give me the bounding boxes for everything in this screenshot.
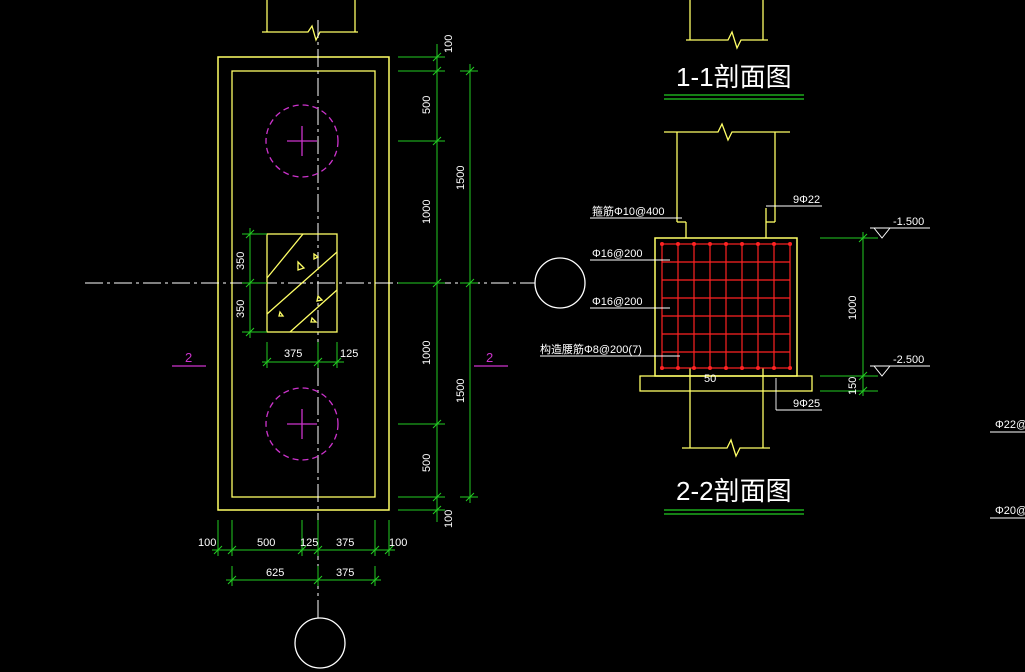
label-side-bars: Φ16@200 (592, 296, 643, 308)
plan-view: 2 2 (85, 0, 586, 669)
dim-right-inner-4: 500 (421, 454, 433, 472)
section-mark-right-label: 2 (486, 350, 493, 365)
plan-dimension-labels: 100 500 1000 1000 500 100 1500 1500 350 … (198, 35, 467, 579)
right-edge-label-a: Φ22@1 (995, 419, 1025, 431)
label-stirrup: 箍筋Φ10@400 (592, 204, 665, 218)
dim-bottom-r2-0: 625 (266, 567, 284, 579)
elev-bottom: -2.500 (893, 354, 924, 366)
dim-bottom-r1-2: 125 (300, 537, 318, 549)
right-edge-label-b: Φ20@1 (995, 505, 1025, 517)
dim-bottom-r1-3: 375 (336, 537, 354, 549)
section-2-2-cushion (639, 375, 813, 392)
dim-right-inner-1: 500 (421, 96, 433, 114)
label-tie: 构造腰筋Φ8@200(7) (540, 342, 642, 356)
dim-col-0: 375 (284, 348, 302, 360)
label-top-main: 9Φ22 (793, 194, 820, 206)
right-edge-labels: Φ22@1 Φ20@1 (990, 419, 1025, 519)
dim-right-inner-0: 100 (443, 35, 455, 53)
pile-bottom (265, 387, 339, 461)
section-1-1-title: 1-1剖面图 (676, 62, 792, 92)
dim-left-0: 350 (235, 252, 247, 270)
section-mark-right: 2 (474, 350, 508, 367)
section-1-1: 1-1剖面图 (664, 0, 804, 100)
dim-right-inner-5: 100 (443, 510, 455, 528)
dim-right-inner-2: 1000 (421, 200, 433, 224)
label-cover: 50 (704, 373, 716, 385)
section-2-2-title: 2-2剖面图 (676, 476, 792, 506)
plan-top-column-stub (262, 0, 358, 42)
axis-bubble-bottom (294, 617, 346, 669)
dim-right-inner-3: 1000 (421, 341, 433, 365)
pile-top (265, 104, 339, 178)
section-2-2-leaders (540, 205, 822, 411)
elev-top: -1.500 (893, 216, 924, 228)
section-2-2-rebar-dots (660, 242, 792, 370)
elevation-markers (870, 227, 930, 377)
dim-right-outer-1: 1500 (455, 379, 467, 403)
dim-bottom-r1-0: 100 (198, 537, 216, 549)
section-2-2-dims (820, 232, 878, 396)
section-2-2-rebar (661, 243, 791, 369)
section-2-2-pile (682, 368, 770, 458)
dim-bottom-r2-1: 375 (336, 567, 354, 579)
dim-bottom-r1-1: 500 (257, 537, 275, 549)
section-2-2: 箍筋Φ10@400 Φ16@200 Φ16@200 构造腰筋Φ8@200(7) … (540, 122, 930, 515)
section-mark-left: 2 (172, 350, 206, 367)
section-2-2-column-stub (664, 122, 790, 238)
plan-dimensions (212, 44, 478, 586)
section-2-2-dim-labels: -1.500 -2.500 1000 150 (847, 216, 924, 395)
label-top-bars: Φ16@200 (592, 248, 643, 260)
section-2-2-labels: 箍筋Φ10@400 Φ16@200 Φ16@200 构造腰筋Φ8@200(7) … (540, 194, 820, 410)
dim-col-1: 125 (340, 348, 358, 360)
label-bottom-main: 9Φ25 (793, 398, 820, 410)
pile-cap-inner (231, 70, 376, 498)
dim-left-1: 350 (235, 300, 247, 318)
dim-right-outer-0: 1500 (455, 166, 467, 190)
axis-bubble-right (534, 257, 586, 309)
column-section (266, 233, 338, 333)
dim-height: 1000 (847, 296, 859, 320)
dim-bottom-r1-4: 100 (389, 537, 407, 549)
dim-cushion: 150 (847, 377, 859, 395)
section-1-1-column-stub (686, 0, 768, 50)
section-mark-left-label: 2 (185, 350, 192, 365)
